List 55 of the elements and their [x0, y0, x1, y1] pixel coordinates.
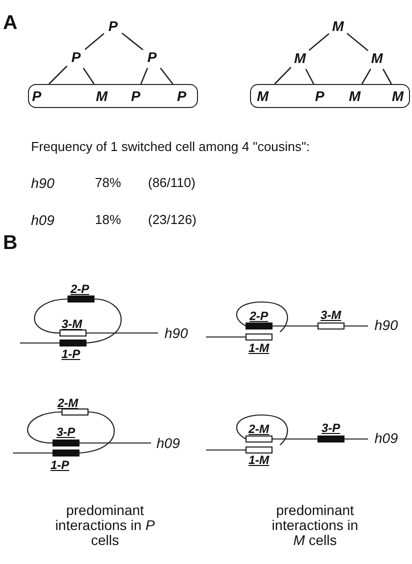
- interaction-caption: predominant interactions in P cells: [55, 503, 155, 548]
- cell-group-box: [28, 84, 198, 108]
- percentage-value: 78%: [95, 175, 122, 191]
- cell-type-letter: M: [293, 49, 307, 67]
- lineage-line: [48, 66, 68, 84]
- cell-type-letter: M: [390, 86, 405, 105]
- lineage-line: [122, 32, 144, 50]
- lineage-line: [382, 68, 392, 84]
- interaction-caption: predominant interactions in M cells: [270, 503, 360, 548]
- lineage-line: [160, 68, 174, 84]
- panel-letter: A: [3, 12, 18, 34]
- lineage-line: [308, 33, 330, 51]
- locus-label: 1-P: [50, 459, 70, 472]
- count-ratio: (23/126): [148, 212, 196, 228]
- strain-name: h09: [374, 430, 398, 446]
- lineage-line: [140, 68, 148, 84]
- locus-label: 2-P: [250, 310, 268, 323]
- strain-name: h90: [31, 175, 54, 191]
- cell-type-letter: M: [348, 86, 362, 105]
- cell-type-letter: P: [128, 86, 143, 105]
- percentage-value: 18%: [95, 212, 122, 228]
- cell-group-box: [250, 84, 410, 108]
- cell-type-letter: P: [106, 17, 120, 35]
- cell-type-letter: P: [30, 86, 44, 105]
- locus-label: 3-P: [322, 422, 340, 435]
- lineage-line: [274, 66, 292, 84]
- cell-type-letter: M: [331, 17, 345, 35]
- cell-type-letter: P: [69, 48, 83, 66]
- cell-type-letter: M: [370, 49, 384, 67]
- panel-letter: B: [3, 232, 18, 254]
- count-ratio: (86/110): [148, 175, 196, 191]
- lineage-line: [305, 68, 314, 84]
- lineage-line: [82, 68, 95, 84]
- locus-label: 1-M: [248, 454, 270, 467]
- locus-label: 2-P: [70, 283, 90, 296]
- cell-type-letter: M: [94, 86, 109, 105]
- locus-label: 3-P: [56, 426, 76, 439]
- lineage-line: [361, 68, 372, 84]
- strain-name: h09: [156, 435, 180, 451]
- locus-label: 2-M: [58, 397, 78, 410]
- lineage-line: [346, 32, 368, 52]
- locus-label: 1-M: [248, 342, 270, 355]
- strain-name: h90: [164, 325, 188, 341]
- lineage-line: [84, 33, 104, 50]
- cell-type-letter: P: [174, 86, 189, 105]
- locus-label: 3-M: [62, 318, 82, 331]
- locus-label: 1-P: [62, 348, 80, 361]
- frequency-heading: Frequency of 1 switched cell among 4 "cousins":: [31, 139, 310, 155]
- cell-type-letter: M: [256, 86, 270, 105]
- cell-type-letter: P: [145, 48, 159, 66]
- cell-type-letter: P: [312, 86, 327, 105]
- strain-name: h90: [374, 317, 398, 333]
- locus-label: 3-M: [320, 309, 342, 322]
- strain-name: h09: [31, 212, 54, 228]
- locus-label: 2-M: [248, 423, 270, 436]
